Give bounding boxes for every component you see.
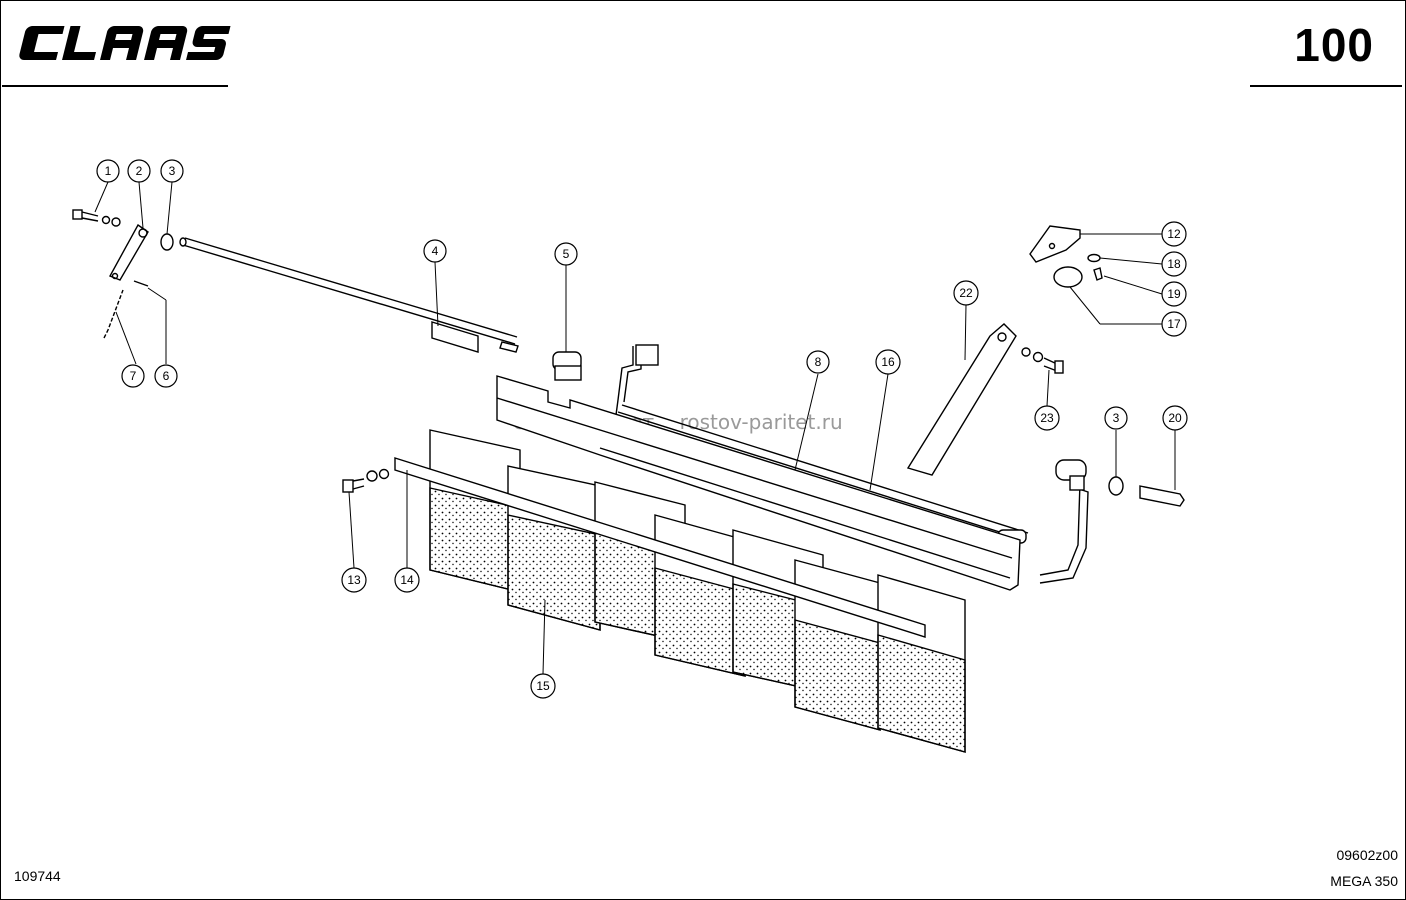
callout-15: 15 <box>530 673 556 699</box>
svg-text:7: 7 <box>130 369 137 383</box>
svg-text:13: 13 <box>347 573 361 587</box>
svg-text:15: 15 <box>536 679 550 693</box>
svg-text:18: 18 <box>1167 257 1181 271</box>
nut-part <box>111 217 121 227</box>
pin-part <box>133 280 149 287</box>
callout-3b: 3 <box>1104 406 1128 430</box>
svg-text:19: 19 <box>1167 287 1181 301</box>
bolt-19-part <box>1093 267 1103 281</box>
washer-part <box>101 215 111 225</box>
bracket-part <box>552 351 582 381</box>
callout-16: 16 <box>875 349 901 375</box>
callout-18: 18 <box>1161 251 1187 277</box>
callout-12: 12 <box>1161 221 1187 247</box>
callout-13: 13 <box>341 567 367 593</box>
callout-2: 2 <box>127 159 151 183</box>
leader-lines <box>94 181 1176 675</box>
nut-23-part <box>1021 347 1031 357</box>
svg-text:8: 8 <box>815 355 822 369</box>
svg-text:20: 20 <box>1168 411 1182 425</box>
svg-text:22: 22 <box>959 286 973 300</box>
svg-text:17: 17 <box>1167 317 1181 331</box>
nut-13-part <box>378 468 390 480</box>
svg-text:2: 2 <box>136 164 143 178</box>
callout-23: 23 <box>1034 405 1060 431</box>
svg-text:5: 5 <box>563 247 570 261</box>
angle-profile-part <box>496 375 1021 591</box>
crank-rod-part <box>1039 459 1089 584</box>
callout-6: 6 <box>154 364 178 388</box>
support-bar-part <box>906 323 1017 476</box>
pin-20-part <box>1139 485 1185 507</box>
bolt-23-part <box>1043 357 1064 374</box>
callout-14: 14 <box>394 567 420 593</box>
callout-1: 1 <box>96 159 120 183</box>
callout-5: 5 <box>554 242 578 266</box>
page-number: 100 <box>1294 19 1374 71</box>
bolt-part <box>72 209 99 222</box>
lever-part <box>109 223 149 281</box>
chain-part <box>103 289 124 339</box>
callout-17: 17 <box>1161 311 1187 337</box>
bolt-13-part <box>342 478 365 493</box>
svg-text:1: 1 <box>105 164 112 178</box>
svg-text:16: 16 <box>881 355 895 369</box>
callout-8: 8 <box>806 350 830 374</box>
callout-19: 19 <box>1161 281 1187 307</box>
svg-text:3: 3 <box>169 164 176 178</box>
plate-12-part <box>1029 225 1081 263</box>
disc-17-part <box>1053 266 1083 288</box>
claas-logo <box>14 20 236 71</box>
washer-13-part <box>366 470 378 482</box>
flap-bar-part <box>394 457 926 638</box>
callout-20: 20 <box>1162 405 1188 431</box>
svg-text:3: 3 <box>1113 411 1120 425</box>
washer-23-part <box>1032 351 1044 363</box>
svg-text:23: 23 <box>1040 411 1054 425</box>
callout-3: 3 <box>160 159 184 183</box>
svg-text:14: 14 <box>400 573 414 587</box>
drawing-number: 109744 <box>14 868 61 884</box>
model-name: MEGA 350 <box>1330 873 1398 889</box>
callout-7: 7 <box>121 364 145 388</box>
shaft-part <box>179 237 519 353</box>
svg-text:12: 12 <box>1167 227 1181 241</box>
drawing-code: 09602z00 <box>1336 847 1398 863</box>
svg-text:6: 6 <box>163 369 170 383</box>
header-rule-right <box>1250 85 1402 87</box>
svg-text:4: 4 <box>432 244 439 258</box>
callout-22: 22 <box>953 280 979 306</box>
callout-4: 4 <box>423 239 447 263</box>
header-rule-left <box>2 85 228 87</box>
